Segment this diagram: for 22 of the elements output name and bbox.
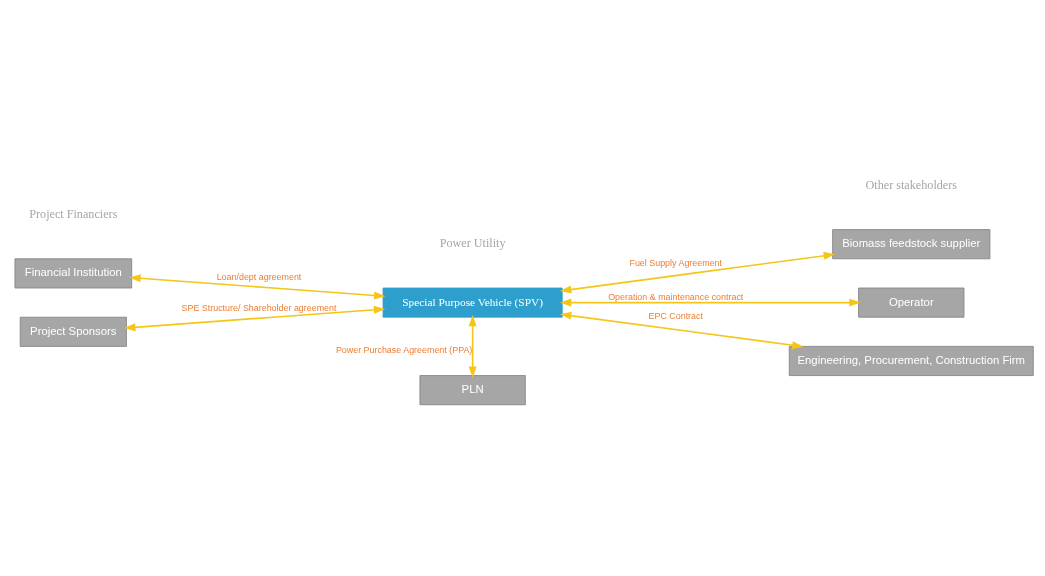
arrow (468, 314, 477, 378)
label: Project Financiers (29, 206, 118, 221)
arrow (559, 298, 861, 307)
edge-label: Operation & maintenance contract (608, 292, 744, 302)
label: Power Utility (439, 236, 506, 251)
arrow (129, 274, 386, 300)
node-box: Biomass feedstock supplier (832, 229, 991, 260)
label: Other stakeholders (865, 177, 958, 192)
arrow (560, 251, 836, 294)
edge-label: SPE Structure/ Shareholder agreement (181, 302, 337, 313)
arrow (124, 305, 386, 332)
edge-label: Loan/dept agreement (216, 271, 302, 282)
arrow (559, 311, 804, 350)
node-box: Project Sponsors (19, 316, 127, 347)
edge-label: Power Purchase Agreement (PPA) (335, 345, 473, 356)
edge-label: EPC Contract (648, 311, 703, 322)
node-box: Operator (858, 287, 965, 318)
node-box: Financial Institution (14, 258, 133, 289)
edge-label: Fuel Supply Agreement (629, 257, 723, 268)
node-box: Special Purpose Vehicle (SPV) (382, 287, 563, 318)
node-box: PLN (419, 375, 526, 406)
node-box: Engineering, Procurement, Construction Firm (788, 345, 1034, 376)
